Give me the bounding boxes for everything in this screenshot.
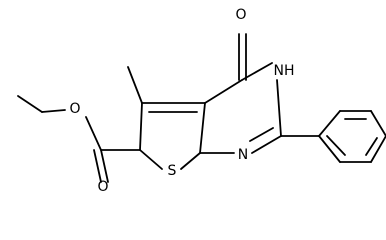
atom-label-sulfur: S xyxy=(168,163,177,179)
bond-ester-c-o-double-2 xyxy=(93,149,102,183)
bond-ph-inner-3 xyxy=(326,135,346,156)
bond-c3-methyl xyxy=(127,66,143,104)
bond-c2-s xyxy=(139,149,163,170)
bond-ph-1-2 xyxy=(318,110,341,137)
atom-label-nitrogen-ring: N xyxy=(238,147,248,163)
atom-label-ester-oxygen-double: O xyxy=(97,179,108,195)
bond-c7a-c3a xyxy=(199,102,206,154)
bond-ch2-ch3 xyxy=(17,95,43,113)
bond-ph-6-1 xyxy=(318,135,341,163)
atom-label-ester-oxygen-single: O xyxy=(69,101,80,117)
bond-c2p-n1-double-1 xyxy=(251,135,282,154)
atom-label-nh: NH xyxy=(274,63,295,79)
bond-ester-c-o-single xyxy=(85,116,102,151)
bond-c2p-n1-double-2 xyxy=(249,127,274,142)
bond-o-ch2 xyxy=(41,109,66,113)
bond-ph-3-4 xyxy=(370,110,386,137)
bond-c3a-c4 xyxy=(204,79,243,104)
bond-ph-inner-2 xyxy=(365,137,378,156)
bond-c4-n3 xyxy=(241,62,273,81)
chemical-structure-diagram: O NH N S O O xyxy=(17,7,386,195)
bond-s-c7a xyxy=(180,152,201,170)
bond-ester-c-o-double-1 xyxy=(100,149,109,183)
bond-c3-c2 xyxy=(139,102,143,151)
bond-ph-4-5 xyxy=(370,135,386,163)
atom-label-oxygen-carbonyl: O xyxy=(235,7,246,23)
atom-labels: O NH N S O O xyxy=(69,7,294,195)
bond-lines xyxy=(17,33,386,183)
bond-n3-c2p xyxy=(276,79,282,137)
